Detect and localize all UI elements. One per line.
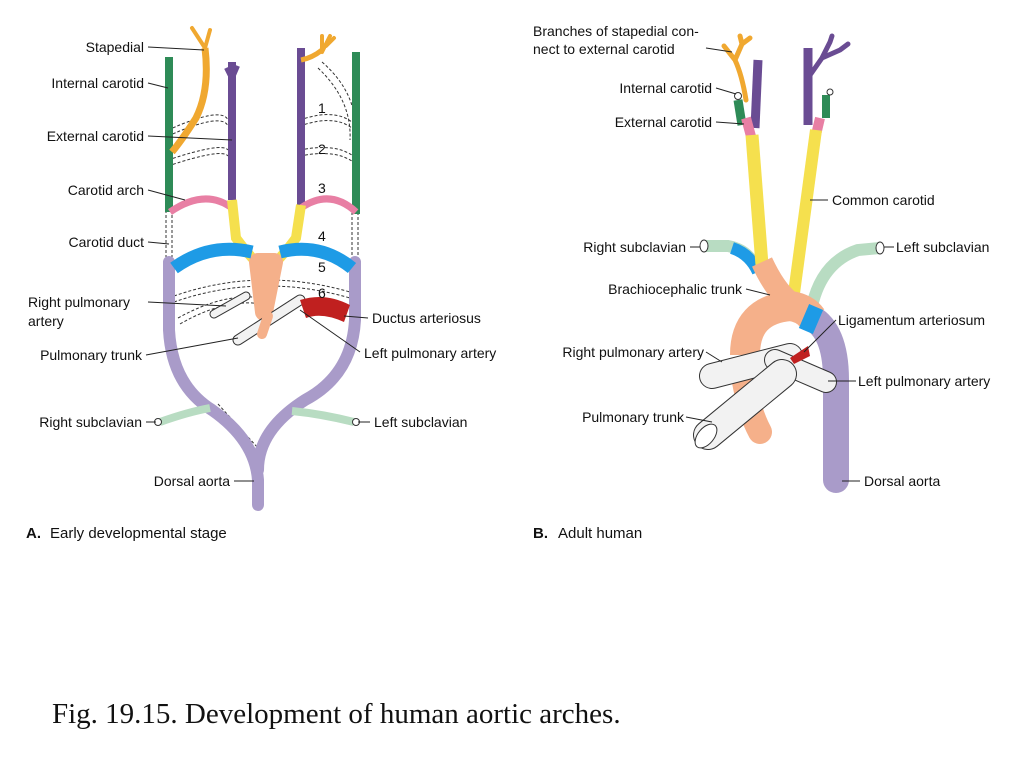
panel-a: 1 2 3 4 5 6 Stapedial Internal carotid <box>26 26 496 542</box>
label-internal-carotid: Internal carotid <box>51 75 144 91</box>
label-carotid-arch: Carotid arch <box>68 182 144 198</box>
panel-a-left-subclavian <box>291 407 355 426</box>
label-b-left-subclavian: Left subclavian <box>896 239 989 255</box>
arch-number-6: 6 <box>318 285 326 301</box>
arch-number-3: 3 <box>318 180 326 196</box>
panel-a-internal-carotid <box>165 52 360 214</box>
panel-a-stapedial <box>169 47 210 155</box>
figure-caption: Fig. 19.15. Development of human aortic … <box>52 698 621 730</box>
label-left-subclavian: Left subclavian <box>374 414 467 430</box>
panel-a-aortic-sac <box>249 253 283 321</box>
panel-a-leader-lines <box>145 46 370 482</box>
panel-b-dorsal-aorta <box>799 305 849 493</box>
panel-a-arch-numbers: 1 2 3 4 5 6 <box>318 100 326 301</box>
panel-b: Branches of stapedial con- nect to exter… <box>533 23 990 542</box>
panel-a-ductus-arteriosus <box>300 296 350 322</box>
panel-a-external-carotid <box>224 48 305 205</box>
panel-a-labels: Stapedial Internal carotid External caro… <box>28 39 496 489</box>
label-pulmonary-trunk: Pulmonary trunk <box>40 347 143 363</box>
label-b-pulmonary-trunk: Pulmonary trunk <box>582 409 685 425</box>
label-b-right-pulmonary-artery: Right pulmonary artery <box>562 344 704 360</box>
panel-b-labels: Branches of stapedial con- nect to exter… <box>533 23 990 489</box>
label-stapedial: Stapedial <box>86 39 144 55</box>
panel-b-caption: Adult human <box>558 525 642 542</box>
label-b-right-subclavian: Right subclavian <box>583 239 686 255</box>
label-b-brachiocephalic-trunk: Brachiocephalic trunk <box>608 281 743 297</box>
label-left-pulmonary-artery: Left pulmonary artery <box>364 345 496 361</box>
panel-a-pulmonary-arteries <box>209 291 306 346</box>
label-ductus-arteriosus: Ductus arteriosus <box>372 310 481 326</box>
label-b-internal-carotid: Internal carotid <box>619 80 712 96</box>
arch-number-5: 5 <box>318 259 326 275</box>
panel-a-dorsal-aorta <box>163 256 361 511</box>
label-b-external-carotid: External carotid <box>615 114 712 130</box>
panel-b-left-subclavian <box>806 242 881 308</box>
label-b-branches-of-stapedial: Branches of stapedial con- <box>533 23 699 39</box>
panel-a-right-subclavian <box>158 404 211 426</box>
panel-a-carotid-arch <box>168 195 359 215</box>
label-b-dorsal-aorta: Dorsal aorta <box>864 473 940 489</box>
label-right-pulmonary-artery: Right pulmonary <box>28 294 130 310</box>
label-dorsal-aorta: Dorsal aorta <box>154 473 230 489</box>
panel-a-letter: A. <box>26 525 41 542</box>
label-carotid-duct: Carotid duct <box>69 234 145 250</box>
label-right-pulmonary-artery-2: artery <box>28 313 64 329</box>
panel-a-caption: Early developmental stage <box>50 525 227 542</box>
panel-b-pulmonary-arteries <box>693 343 837 450</box>
panel-b-letter: B. <box>533 525 548 542</box>
panel-a-fourth-arch <box>170 242 357 274</box>
arch-number-4: 4 <box>318 228 326 244</box>
label-external-carotid: External carotid <box>47 128 144 144</box>
label-b-left-pulmonary-artery: Left pulmonary artery <box>858 373 990 389</box>
panel-b-left-carotid <box>786 33 851 309</box>
arch-number-1: 1 <box>318 100 326 116</box>
label-b-branches-of-stapedial-2: nect to external carotid <box>533 41 675 57</box>
label-b-common-carotid: Common carotid <box>832 192 935 208</box>
label-right-subclavian: Right subclavian <box>39 414 142 430</box>
arch-number-2: 2 <box>318 141 326 157</box>
panel-b-stapedial-branches <box>721 33 753 103</box>
panel-b-right-carotid <box>733 59 769 266</box>
label-b-ligamentum-arteriosum: Ligamentum arteriosum <box>838 312 985 328</box>
panel-b-leader-lines <box>685 47 894 482</box>
